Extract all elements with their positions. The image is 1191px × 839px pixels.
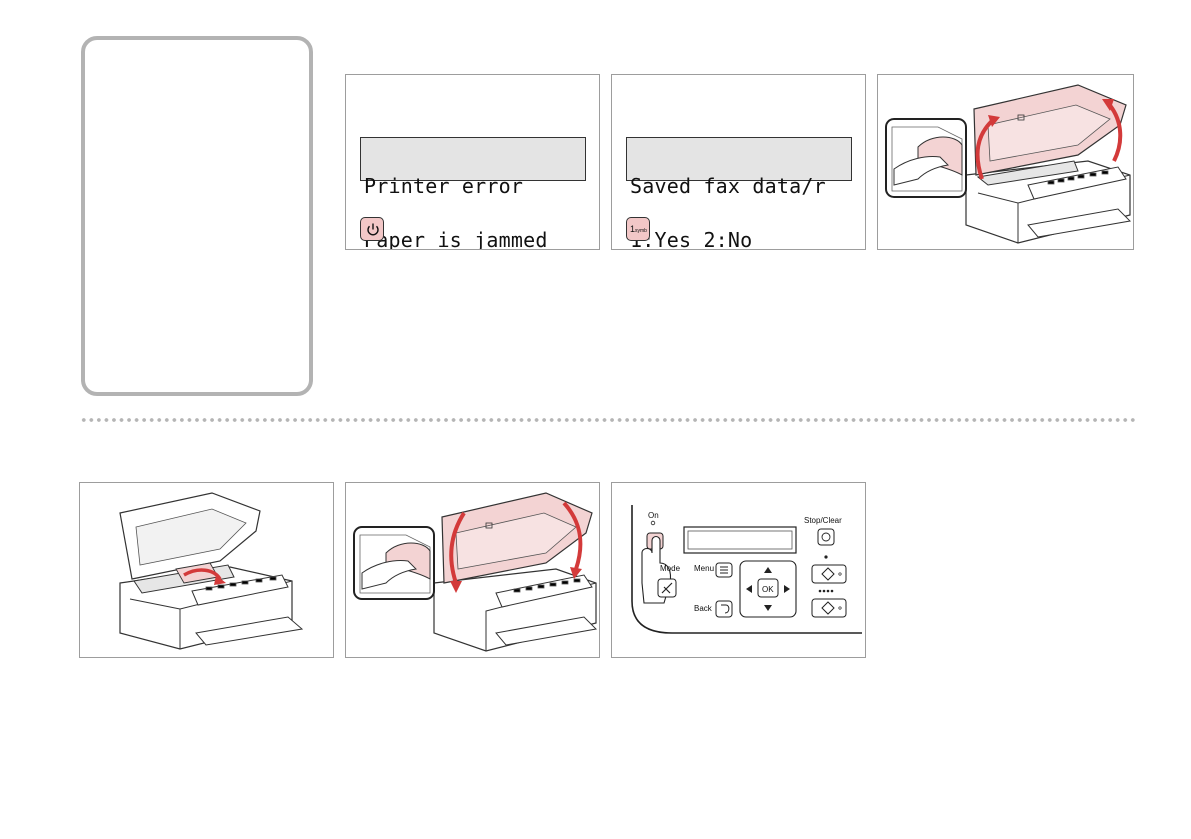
lcd-display: Printer error Paper is jammed [360, 137, 586, 249]
step-panel-close-scanner [345, 482, 600, 658]
sidebar-frame [81, 36, 313, 396]
menu-label: Menu [694, 564, 714, 573]
lcd-line-1: Saved fax data/r [630, 174, 826, 198]
lcd-line-2: 1:Yes 2:No [630, 228, 753, 250]
power-button[interactable] [360, 217, 384, 241]
power-icon [367, 223, 379, 236]
lcd-line-2: Paper is jammed [364, 228, 548, 250]
back-label: Back [694, 604, 713, 613]
lcd-display: Saved fax data/r 1:Yes 2:No [626, 137, 852, 249]
lcd-line-1: Printer error [364, 174, 524, 198]
key-1-button[interactable]: 1symb [626, 217, 650, 241]
step-panel-lcd-error: Printer error Paper is jammed [345, 74, 600, 250]
ok-label: OK [762, 585, 774, 594]
key-label: 1 [630, 224, 636, 234]
step-panel-control-panel: On Mode Menu Back OK Stop/Clear [611, 482, 866, 658]
stop-clear-label: Stop/Clear [804, 516, 842, 525]
printer-remove-paper-illustration [119, 492, 304, 650]
printer-open-illustration [885, 84, 1132, 244]
on-label: On [648, 511, 659, 520]
step-panel-open-scanner [877, 74, 1134, 250]
mode-label: Mode [660, 564, 681, 573]
step-panel-lcd-fax: Saved fax data/r 1:Yes 2:No 1symb [611, 74, 866, 250]
dotted-divider [80, 418, 1136, 422]
step-panel-remove-paper [79, 482, 334, 658]
printer-close-illustration [353, 492, 598, 652]
control-panel-illustration: On Mode Menu Back OK Stop/Clear [621, 497, 862, 657]
key-sub-label: symb [635, 228, 647, 234]
